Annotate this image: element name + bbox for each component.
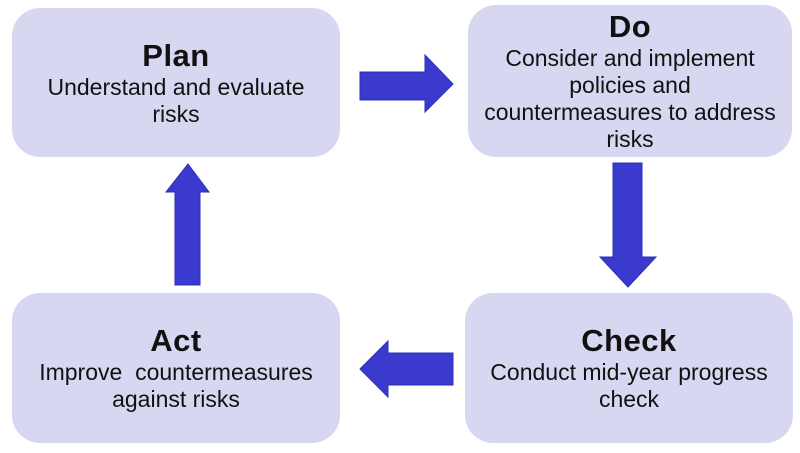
act-box-description-line: Improve countermeasures [39, 359, 313, 385]
arrow-do-to-check-down-icon [598, 162, 658, 288]
act-box-title: Act [150, 323, 202, 358]
do-box-description-line: countermeasures to address [484, 99, 776, 125]
plan-box-title: Plan [142, 37, 210, 73]
plan-box-description-line: risks [152, 100, 200, 127]
plan-box: Plan Understand and evaluate risks [12, 8, 340, 157]
check-box-description-line: Conduct mid-year progress [490, 359, 768, 385]
act-box-description-line: against risks [112, 386, 240, 412]
arrow-check-to-act-left-icon [359, 339, 454, 399]
plan-box-description-line: Understand and evaluate [47, 73, 305, 100]
arrow-act-to-plan-up-icon [164, 163, 210, 286]
do-box-description-line: policies and [569, 72, 691, 98]
check-box-description-line: check [598, 386, 660, 412]
do-box-description-line: Consider and implement [505, 45, 755, 71]
do-box: Do Consider and implement policies and c… [468, 5, 792, 157]
act-box: Act Improve countermeasures against risk… [12, 293, 340, 443]
arrow-plan-to-do-right-icon [359, 53, 454, 114]
check-box-title: Check [581, 323, 677, 358]
check-box: Check Conduct mid-year progress check [465, 293, 793, 443]
do-box-description-line: risks [606, 126, 654, 152]
do-box-title: Do [608, 9, 652, 44]
